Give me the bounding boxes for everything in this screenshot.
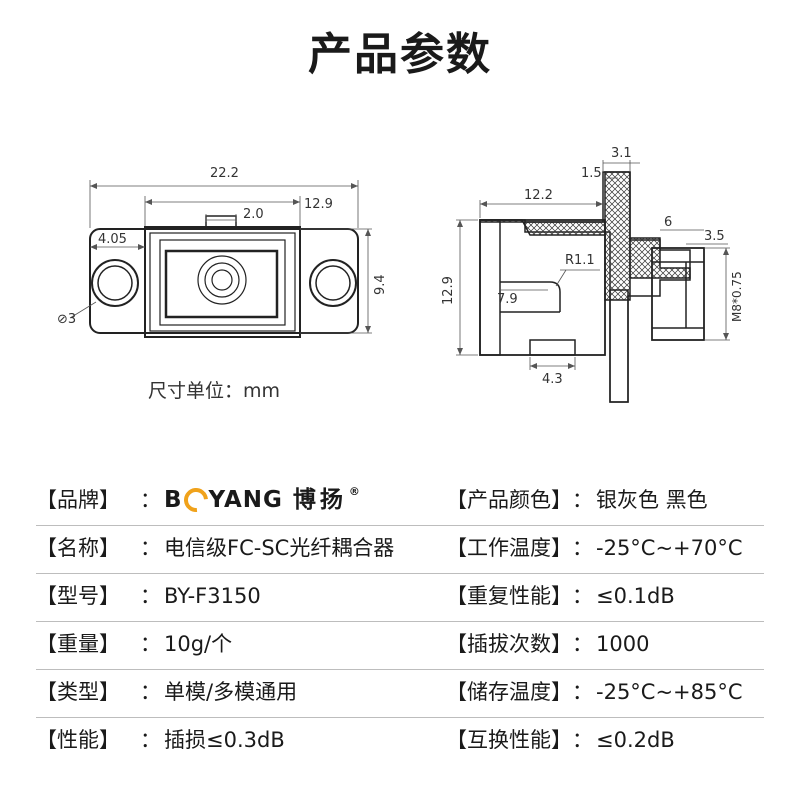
spec-label: 【性能】 <box>36 728 120 752</box>
brand-o-icon <box>178 483 213 517</box>
brand-name: YANG <box>208 487 283 513</box>
spec-value: 1000 <box>596 632 650 656</box>
spec-value: -25°C~+85°C <box>596 680 743 704</box>
dim-top-gap: 1.5 <box>581 166 602 181</box>
spec-value: 电信级FC-SC光纤耦合器 <box>164 536 395 560</box>
brand-logo: B YANG 博扬 ® <box>164 478 361 524</box>
dim-body-width: 12.9 <box>304 197 333 212</box>
registered-mark: ® <box>348 485 361 498</box>
spec-separator: ： <box>140 632 161 656</box>
spec-row: 【品牌】 ： B YANG 博扬 ® 【产品颜色】 ： 银灰色 黑色 <box>36 478 764 526</box>
spec-label: 【类型】 <box>36 680 120 704</box>
spec-separator: ： <box>572 680 593 704</box>
dim-top-width: 3.1 <box>611 146 632 161</box>
spec-separator: ： <box>140 488 161 512</box>
dim-radius: R1.1 <box>565 253 595 268</box>
dim-bottom: 4.3 <box>542 372 563 387</box>
spec-label: 【储存温度】 <box>446 680 572 704</box>
spec-row: 【重量】 ： 10g/个 【插拔次数】 ： 1000 <box>36 622 764 670</box>
spec-label: 【插拔次数】 <box>446 632 572 656</box>
spec-value: 插损≤0.3dB <box>164 728 285 752</box>
spec-label: 【重量】 <box>36 632 120 656</box>
dim-nut-step: 3.5 <box>704 229 725 244</box>
spec-separator: ： <box>572 488 593 512</box>
spec-value: 10g/个 <box>164 632 233 656</box>
dim-right-height: 12.9 <box>441 276 456 305</box>
brand-letter: B <box>164 487 183 513</box>
spec-row: 【性能】 ： 插损≤0.3dB 【互换性能】 ： ≤0.2dB <box>36 718 764 765</box>
section-view <box>456 160 730 403</box>
spec-separator: ： <box>140 584 161 608</box>
spec-value: 单模/多模通用 <box>164 680 298 704</box>
spec-label: 【产品颜色】 <box>446 488 572 512</box>
spec-value: 银灰色 黑色 <box>596 488 708 512</box>
spec-separator: ： <box>572 728 593 752</box>
spec-separator: ： <box>572 584 593 608</box>
spec-label: 【重复性能】 <box>446 584 572 608</box>
dim-nut-length: 6 <box>664 215 672 230</box>
spec-value: BY-F3150 <box>164 584 261 608</box>
spec-separator: ： <box>140 536 161 560</box>
spec-value: ≤0.1dB <box>596 584 675 608</box>
spec-row: 【名称】 ： 电信级FC-SC光纤耦合器 【工作温度】 ： -25°C~+70°… <box>36 526 764 574</box>
spec-value: -25°C~+70°C <box>596 536 743 560</box>
spec-separator: ： <box>140 680 161 704</box>
dim-key-width: 2.0 <box>243 207 264 222</box>
dim-height: 9.4 <box>373 274 388 295</box>
technical-drawing: 22.2 12.9 2.0 4.05 9.4 ⊘3 <box>57 146 744 403</box>
dim-thread: M8*0.75 <box>730 271 744 322</box>
spec-row: 【型号】 ： BY-F3150 【重复性能】 ： ≤0.1dB <box>36 574 764 622</box>
spec-row: 【类型】 ： 单模/多模通用 【储存温度】 ： -25°C~+85°C <box>36 670 764 718</box>
dim-flange-offset: 4.05 <box>98 232 127 247</box>
dim-overall-width: 22.2 <box>210 166 239 181</box>
front-view <box>69 180 372 338</box>
dim-inner: 7.9 <box>497 292 518 307</box>
dim-hole: ⊘3 <box>57 312 76 327</box>
spec-label: 【互换性能】 <box>446 728 572 752</box>
brand-name-cn: 博扬 <box>292 487 347 513</box>
unit-note: 尺寸单位：mm <box>148 380 281 402</box>
dim-depth: 12.2 <box>524 188 553 203</box>
spec-value: ≤0.2dB <box>596 728 675 752</box>
spec-separator: ： <box>572 632 593 656</box>
spec-label: 【工作温度】 <box>446 536 572 560</box>
spec-separator: ： <box>572 536 593 560</box>
page-title: 产品参数 <box>308 29 492 80</box>
spec-label: 【名称】 <box>36 536 120 560</box>
spec-label: 【品牌】 <box>36 488 120 512</box>
spec-label: 【型号】 <box>36 584 120 608</box>
spec-separator: ： <box>140 728 161 752</box>
